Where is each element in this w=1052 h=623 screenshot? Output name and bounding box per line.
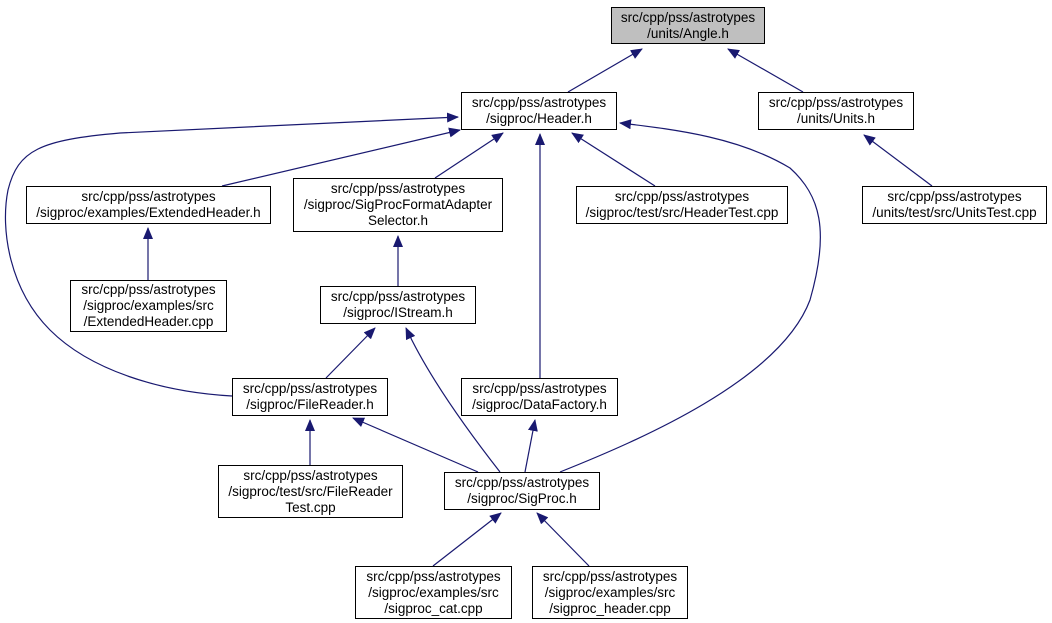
node-label: src/cpp/pss/astrotypes /sigproc/FileRead…: [242, 381, 378, 412]
node-file-reader-h[interactable]: src/cpp/pss/astrotypes /sigproc/FileRead…: [232, 378, 388, 416]
edge-exthdr-to-header: [221, 127, 461, 187]
edge-cat-to-sigproc: [432, 512, 502, 567]
node-label: src/cpp/pss/astrotypes /sigproc/DataFact…: [472, 381, 607, 412]
node-label: src/cpp/pss/astrotypes /sigproc/test/src…: [228, 467, 393, 515]
edge-sigproc-to-filereader: [352, 417, 479, 473]
node-label: src/cpp/pss/astrotypes /sigproc/test/src…: [585, 189, 779, 220]
node-label: src/cpp/pss/astrotypes /units/Angle.h: [620, 9, 756, 41]
edge-sigproc-to-datafactory: [524, 419, 538, 473]
node-label: src/cpp/pss/astrotypes /sigproc/SigProc.…: [454, 475, 590, 506]
edge-filereader-to-istream: [325, 327, 376, 379]
node-data-factory-h[interactable]: src/cpp/pss/astrotypes /sigproc/DataFact…: [461, 378, 618, 416]
node-label: src/cpp/pss/astrotypes /sigproc/Header.h: [471, 95, 607, 126]
node-units-test-cpp[interactable]: src/cpp/pss/astrotypes /units/test/src/U…: [862, 186, 1047, 224]
node-header-test-cpp[interactable]: src/cpp/pss/astrotypes /sigproc/test/src…: [576, 186, 788, 224]
node-label: src/cpp/pss/astrotypes /sigproc/examples…: [366, 568, 501, 616]
edge-unitstest-to-units: [863, 134, 933, 187]
node-label: src/cpp/pss/astrotypes /units/test/src/U…: [872, 189, 1037, 220]
edge-units-to-angle: [727, 48, 804, 93]
node-file-reader-test-cpp[interactable]: src/cpp/pss/astrotypes /sigproc/test/src…: [218, 465, 403, 518]
node-sigproc-h[interactable]: src/cpp/pss/astrotypes /sigproc/SigProc.…: [444, 472, 600, 510]
edge-filereader-to-header: [4, 112, 459, 397]
edge-sigproc-to-header: [559, 119, 821, 473]
edge-fmtadapt-to-header: [434, 132, 504, 179]
node-angle-h[interactable]: src/cpp/pss/astrotypes /units/Angle.h: [611, 7, 765, 44]
node-label: src/cpp/pss/astrotypes /units/Units.h: [768, 95, 904, 126]
edge-hdrtest-to-header: [571, 132, 656, 187]
node-units-h[interactable]: src/cpp/pss/astrotypes /units/Units.h: [758, 92, 914, 130]
edge-sphdr-to-sigproc: [536, 512, 590, 567]
node-extended-header-h[interactable]: src/cpp/pss/astrotypes /sigproc/examples…: [26, 186, 271, 224]
node-header-h[interactable]: src/cpp/pss/astrotypes /sigproc/Header.h: [461, 92, 617, 130]
node-label: src/cpp/pss/astrotypes /sigproc/examples…: [81, 282, 216, 329]
edge-sigproc-to-istream: [405, 327, 501, 473]
edge-header-to-angle: [567, 48, 643, 93]
node-label: src/cpp/pss/astrotypes /sigproc/examples…: [36, 189, 261, 220]
node-label: src/cpp/pss/astrotypes /sigproc/examples…: [542, 568, 678, 616]
node-label: src/cpp/pss/astrotypes /sigproc/IStream.…: [330, 289, 466, 320]
node-istream-h[interactable]: src/cpp/pss/astrotypes /sigproc/IStream.…: [320, 286, 476, 324]
node-sigproc-header-cpp[interactable]: src/cpp/pss/astrotypes /sigproc/examples…: [532, 566, 688, 619]
node-format-adapter-selector-h[interactable]: src/cpp/pss/astrotypes /sigproc/SigProcF…: [293, 178, 503, 232]
node-extended-header-cpp[interactable]: src/cpp/pss/astrotypes /sigproc/examples…: [70, 280, 227, 332]
node-sigproc-cat-cpp[interactable]: src/cpp/pss/astrotypes /sigproc/examples…: [355, 566, 512, 619]
node-label: src/cpp/pss/astrotypes /sigproc/SigProcF…: [303, 181, 493, 228]
